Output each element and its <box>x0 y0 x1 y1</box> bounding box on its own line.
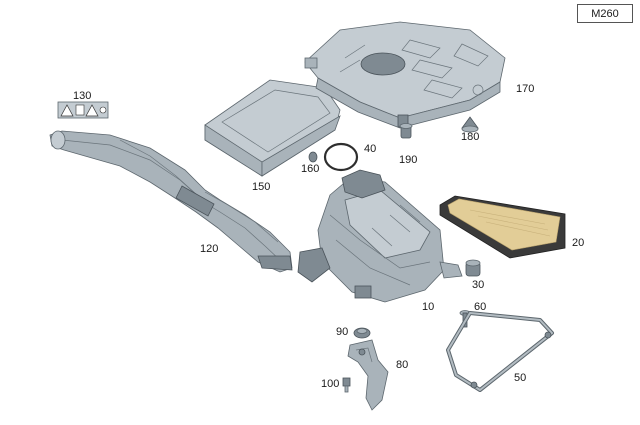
part-160-seal[interactable] <box>308 151 318 163</box>
label-60: 60 <box>474 301 486 313</box>
label-130: 130 <box>73 90 91 102</box>
part-170-engine-cover[interactable] <box>304 21 506 129</box>
part-30-grommet[interactable] <box>465 259 481 277</box>
part-190-rubber-mount[interactable] <box>399 123 413 139</box>
label-180: 180 <box>461 131 479 143</box>
diagram-code-box: M260 <box>577 4 633 23</box>
label-150: 150 <box>252 181 270 193</box>
part-80-support-bracket[interactable] <box>347 339 389 411</box>
part-150-filter-cover[interactable] <box>204 79 341 177</box>
part-10-filter-housing[interactable] <box>297 169 463 303</box>
part-120-intake-duct[interactable] <box>49 130 293 273</box>
part-100-bolt[interactable] <box>342 377 351 393</box>
label-10: 10 <box>422 301 434 313</box>
label-50: 50 <box>514 372 526 384</box>
part-40-o-ring[interactable] <box>323 142 359 172</box>
diagram-code: M260 <box>591 7 619 20</box>
part-50-bracket[interactable] <box>446 311 554 392</box>
label-190: 190 <box>399 154 417 166</box>
label-20: 20 <box>572 237 584 249</box>
label-90: 90 <box>336 326 348 338</box>
part-180-grommet[interactable] <box>461 116 479 133</box>
label-120: 120 <box>200 243 218 255</box>
label-40: 40 <box>364 143 376 155</box>
label-160: 160 <box>301 163 319 175</box>
part-90-rubber-buffer[interactable] <box>353 327 371 339</box>
label-80: 80 <box>396 359 408 371</box>
part-20-filter-element[interactable] <box>439 195 566 259</box>
label-170: 170 <box>516 83 534 95</box>
label-100: 100 <box>321 378 339 390</box>
part-130-warning-label[interactable] <box>57 101 109 119</box>
label-30: 30 <box>472 279 484 291</box>
